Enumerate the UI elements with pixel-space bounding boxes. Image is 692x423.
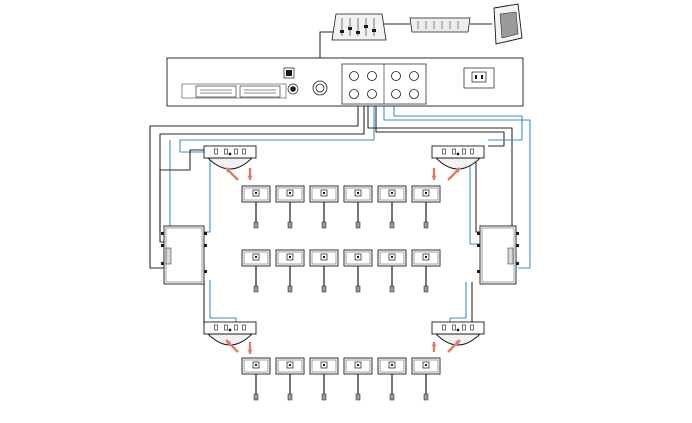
ir-signal-arrow	[431, 168, 437, 180]
cable-right-to-radiator-tr	[475, 152, 484, 233]
main-display-2	[239, 85, 281, 98]
ir-signal-arrow	[447, 339, 461, 353]
audio-mixer-icon	[331, 13, 387, 41]
gooseneck-microphone-unit-icon	[377, 249, 407, 293]
cable-main-right-blue	[383, 104, 531, 269]
gooseneck-microphone-unit-icon	[343, 357, 373, 401]
ir-receiver-left	[161, 225, 207, 285]
cable-main-left-blue	[179, 104, 375, 153]
ir-dome-radiator-icon	[431, 145, 485, 170]
delegate-unit-group	[241, 185, 441, 401]
ir-signal-arrow	[225, 339, 239, 353]
gooseneck-microphone-unit-icon	[241, 185, 271, 229]
cable-left-to-radiator-tl	[159, 149, 205, 232]
cable-right-to-radiator-br-blue	[449, 282, 467, 326]
cable-left-to-radiator-bl-blue	[209, 280, 237, 326]
gooseneck-microphone-unit-icon	[343, 185, 373, 229]
ir-signal-arrow	[225, 167, 239, 181]
cable-main-right-black	[367, 104, 513, 233]
cable-layer	[149, 23, 531, 326]
cable-main-left-black-2	[159, 104, 365, 243]
gooseneck-microphone-unit-icon	[411, 249, 441, 293]
gooseneck-microphone-unit-icon	[275, 185, 305, 229]
ir-signal-arrow	[247, 342, 253, 354]
ir-dome-radiator-icon	[431, 321, 485, 346]
gooseneck-microphone-unit-icon	[241, 249, 271, 293]
ir-signal-arrow	[447, 167, 461, 181]
gooseneck-microphone-unit-icon	[411, 185, 441, 229]
gooseneck-microphone-unit-icon	[241, 357, 271, 401]
ir-signal-arrow	[431, 342, 437, 352]
conference-main-unit	[166, 57, 524, 107]
cable-left-to-radiator-tl-blue	[200, 148, 211, 233]
gooseneck-microphone-unit-icon	[343, 249, 373, 293]
speaker-icon	[493, 3, 523, 45]
ir-radiator-group	[203, 145, 485, 354]
gooseneck-microphone-unit-icon	[309, 249, 339, 293]
gooseneck-microphone-unit-icon	[275, 357, 305, 401]
ir-receiver-right	[477, 225, 519, 285]
gooseneck-microphone-unit-icon	[275, 249, 305, 293]
gooseneck-microphone-unit-icon	[411, 357, 441, 401]
cable-main-left-black	[149, 104, 359, 269]
main-display-1	[195, 85, 237, 98]
gooseneck-microphone-unit-icon	[309, 185, 339, 229]
amplifier-rack-icon	[409, 17, 471, 33]
cable-main-right-black-2	[375, 104, 505, 147]
ir-dome-radiator-icon	[203, 145, 257, 170]
cable-main-right-blue-2	[393, 104, 523, 141]
gooseneck-microphone-unit-icon	[377, 185, 407, 229]
ir-dome-radiator-icon	[203, 321, 257, 346]
gooseneck-microphone-unit-icon	[309, 357, 339, 401]
gooseneck-microphone-unit-icon	[377, 357, 407, 401]
ir-signal-arrow	[247, 168, 253, 180]
